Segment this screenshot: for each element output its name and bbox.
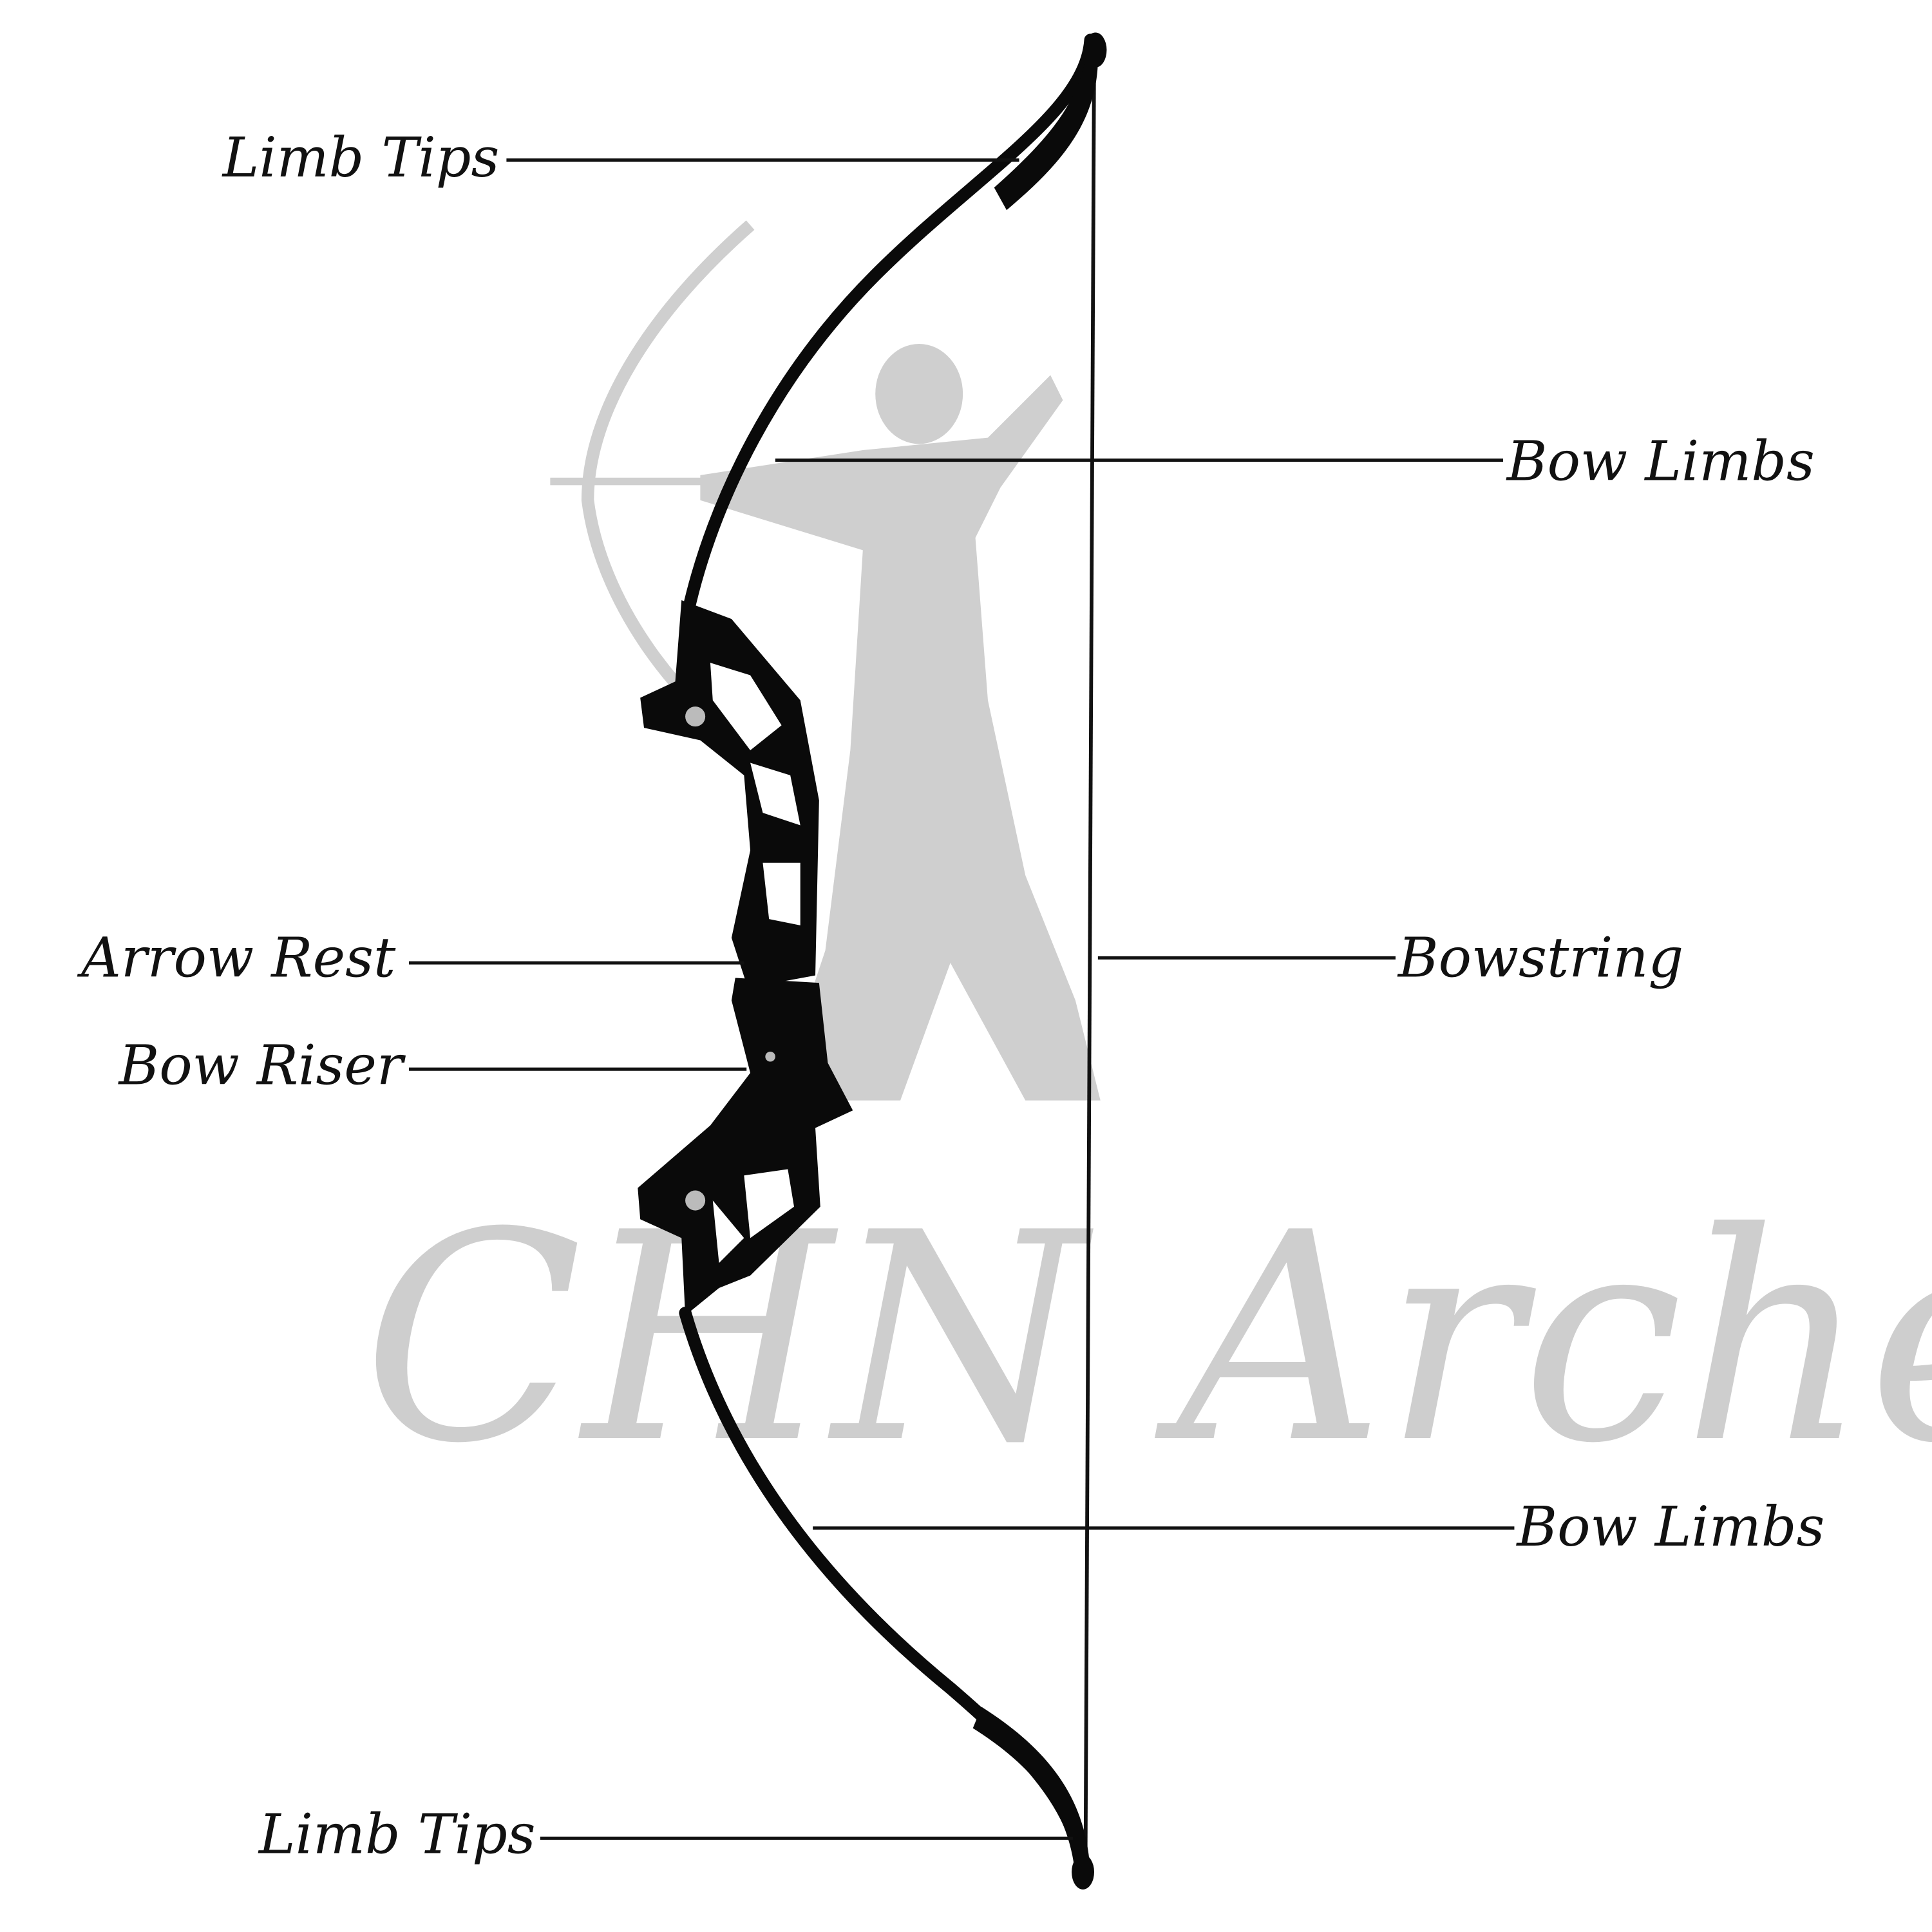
label-bow-riser: Bow Riser bbox=[117, 1034, 406, 1097]
archer-silhouette-watermark bbox=[550, 220, 1101, 1101]
label-arrow-rest: Arrow Rest bbox=[77, 927, 396, 990]
label-limb-tips-top: Limb Tips bbox=[222, 126, 500, 190]
label-limb-tips-bottom: Limb Tips bbox=[258, 1803, 536, 1867]
label-bow-limbs-lower: Bow Limbs bbox=[1515, 1495, 1824, 1559]
watermark-text: CHN Archery bbox=[363, 1171, 1932, 1506]
bowstring-line bbox=[1083, 50, 1096, 1882]
label-bow-limbs-upper: Bow Limbs bbox=[1506, 430, 1815, 494]
bow-riser-shape bbox=[638, 600, 853, 1316]
lower-limb bbox=[679, 1307, 1095, 1889]
label-bowstring: Bowstring bbox=[1397, 927, 1683, 990]
upper-limb bbox=[681, 32, 1107, 620]
